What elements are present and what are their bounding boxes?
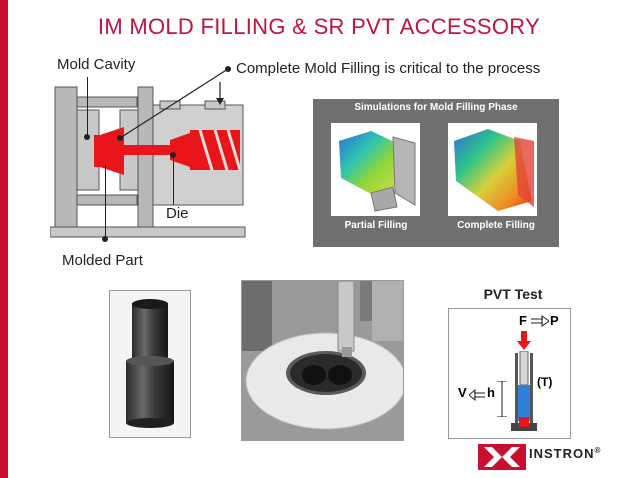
instron-wordmark: INSTRON® (529, 446, 601, 461)
mold-diagram (49, 85, 250, 245)
complete-filling-caption: Complete Filling (457, 220, 535, 231)
molded-part-leader (105, 165, 106, 240)
complete-filling-image (448, 123, 537, 216)
force-arrow-icon (517, 331, 531, 350)
piston-cylinder (511, 351, 537, 431)
leader-dot-icon (84, 134, 90, 140)
filling-leader-line (117, 68, 229, 141)
die-label: Die (166, 205, 189, 222)
pvt-diagram: F P V h (T) (448, 308, 571, 439)
instron-logo-icon (478, 444, 526, 470)
complete-filling-note: Complete Mold Filling is critical to the… (236, 60, 541, 77)
left-accent-bar (0, 0, 8, 478)
mold-cavity-label: Mold Cavity (57, 56, 136, 73)
height-dimension-icon (497, 381, 507, 417)
simulation-title: Simulations for Mold Filling Phase (354, 102, 518, 113)
volume-label: V (458, 385, 467, 400)
pvt-accessory-photo (241, 280, 404, 441)
partial-filling-caption: Partial Filling (344, 220, 408, 231)
height-label: h (487, 385, 495, 400)
molded-part-label: Molded Part (62, 252, 143, 269)
mold-schematic (49, 86, 246, 238)
simulation-panel: Partial Filling Complete Filling (313, 99, 559, 247)
slide-title: IM MOLD FILLING & SR PVT ACCESSORY (97, 14, 541, 39)
force-label: F (519, 313, 527, 328)
molded-part-dot-icon (102, 236, 108, 242)
pressure-label: P (550, 313, 559, 328)
instron-wordmark-text: INSTRON (529, 446, 595, 461)
pvt-test-title: PVT Test (483, 286, 543, 302)
molded-part-photo (109, 290, 191, 438)
die-dot-icon (170, 152, 176, 158)
right-arrow-icon (531, 315, 549, 327)
down-arrow-icon (216, 82, 224, 105)
partial-filling-image (331, 123, 420, 216)
die-leader (173, 155, 174, 205)
mold-cavity-leader (87, 77, 88, 137)
left-arrow-icon (469, 389, 485, 401)
temperature-label: (T) (537, 375, 553, 389)
trademark-symbol: ® (594, 446, 602, 455)
